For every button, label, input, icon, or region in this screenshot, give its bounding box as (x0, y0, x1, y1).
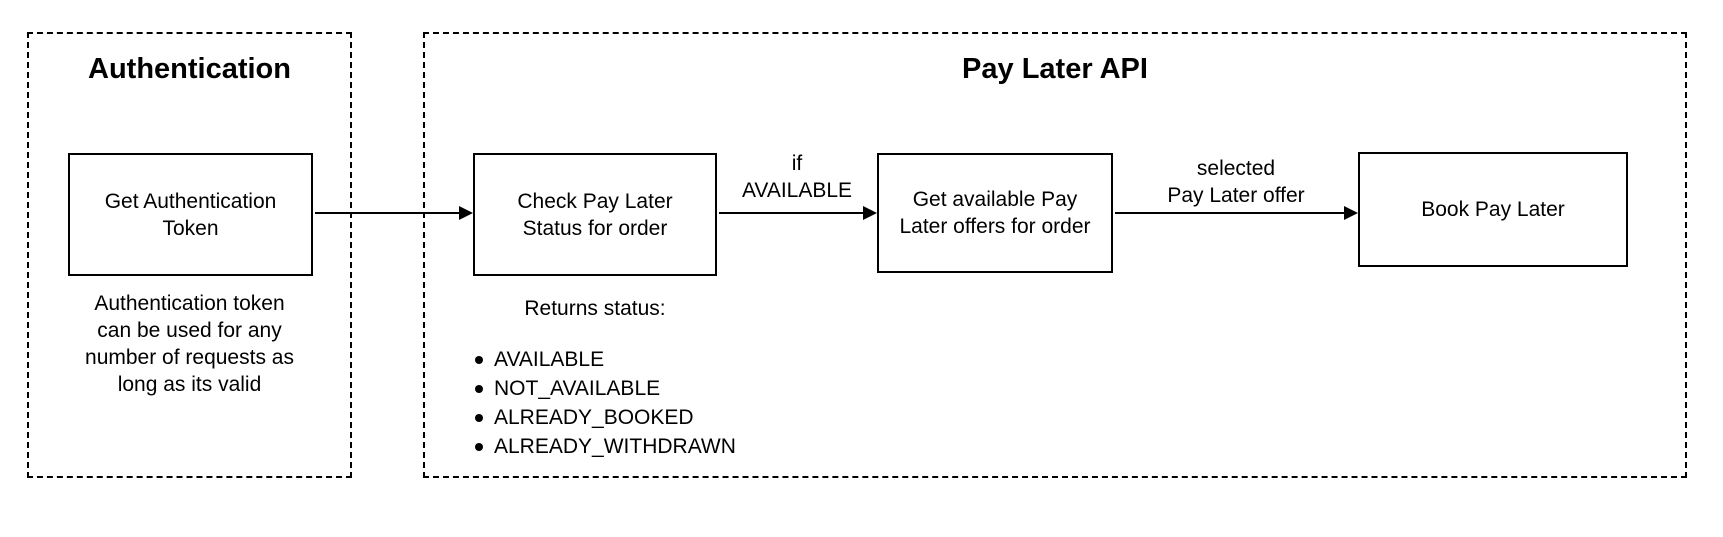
bullet-icon (475, 355, 483, 364)
arrow-shaft (315, 212, 461, 214)
arrow-shaft (719, 212, 865, 214)
auth-caption: Authentication token can be used for any… (85, 292, 294, 396)
book-pay-later-node: Book Pay Later (1358, 152, 1628, 267)
status-value: ALREADY_BOOKED (494, 405, 694, 429)
arrowhead-right-icon (459, 206, 473, 220)
status-list-item: AVAILABLE (475, 345, 736, 374)
status-value: AVAILABLE (494, 347, 605, 371)
get-offers-node: Get available Pay Later offers for order (877, 153, 1113, 273)
pay-later-api-section (423, 32, 1687, 478)
pay-later-api-title: Pay Later API (962, 53, 1148, 85)
check-pay-later-status-node: Check Pay Later Status for order (473, 153, 717, 276)
arrow-auth-to-check (315, 206, 473, 220)
status-value: NOT_AVAILABLE (494, 376, 661, 400)
arrow-label-selected-offer: selected Pay Later offer (1167, 157, 1305, 207)
arrowhead-right-icon (1344, 206, 1358, 220)
arrow-check-to-offers (719, 206, 877, 220)
arrow-shaft (1115, 212, 1346, 214)
returns-status-label: Returns status: (524, 297, 666, 320)
bullet-icon (475, 442, 483, 451)
status-list: AVAILABLE NOT_AVAILABLE ALREADY_BOOKED A… (475, 345, 736, 461)
bullet-icon (475, 384, 483, 393)
authentication-section (27, 32, 352, 478)
arrow-offers-to-book (1115, 206, 1358, 220)
bullet-icon (475, 413, 483, 422)
status-list-item: NOT_AVAILABLE (475, 374, 736, 403)
status-list-item: ALREADY_WITHDRAWN (475, 432, 736, 461)
arrowhead-right-icon (863, 206, 877, 220)
get-auth-token-node: Get Authentication Token (68, 153, 313, 276)
authentication-title: Authentication (88, 53, 291, 85)
arrow-label-if-available: if AVAILABLE (741, 152, 853, 202)
status-value: ALREADY_WITHDRAWN (494, 434, 736, 458)
status-list-item: ALREADY_BOOKED (475, 403, 736, 432)
